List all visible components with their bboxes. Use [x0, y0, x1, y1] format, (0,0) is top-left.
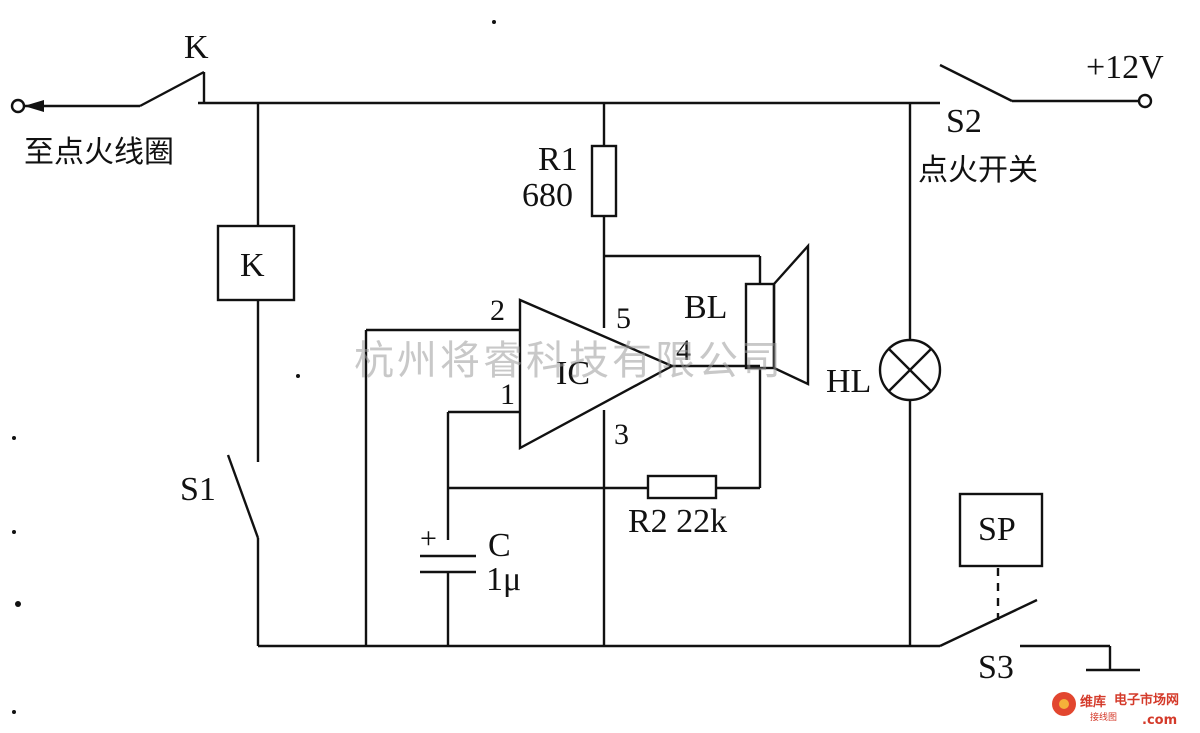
label-s1: S1 [180, 471, 216, 508]
label-c: C [488, 527, 511, 564]
scan-specks [12, 20, 496, 714]
label-sp: SP [978, 511, 1016, 548]
label-pin2: 2 [490, 294, 505, 327]
relay-contact-k [139, 70, 206, 108]
label-pin3: 3 [614, 418, 629, 451]
switch-s2 [939, 63, 1153, 109]
label-k-switch: K [184, 29, 209, 66]
label-k-relay: K [240, 247, 265, 284]
label-ignition-switch: 点火开关 [918, 153, 1038, 188]
lamp-branch [878, 103, 942, 646]
label-pin4: 4 [676, 334, 691, 367]
label-pin1: 1 [500, 378, 515, 411]
label-r2: R2 22k [628, 503, 727, 540]
switch-s1 [226, 454, 260, 539]
label-bl: BL [684, 289, 727, 326]
label-ic: IC [556, 355, 590, 392]
logo-site: 电子市场网 [1114, 692, 1179, 708]
label-r1: R1 [538, 141, 578, 178]
relay-coil-k [216, 224, 296, 302]
label-s2: S2 [946, 103, 982, 140]
label-s3: S3 [978, 649, 1014, 686]
sp-box [958, 492, 1044, 568]
capacitor-c [420, 554, 476, 646]
site-logo: 维库 电子市场网 接线图 .com [1052, 692, 1179, 728]
logo-sub: 接线图 [1090, 711, 1117, 723]
label-c-value: 1μ [486, 561, 521, 598]
relay-coil-branch [216, 103, 296, 646]
resistor-r1-branch [590, 103, 762, 328]
label-to-ignition-coil: 至点火线圈 [24, 135, 174, 170]
watermark-text: 杭州将睿科技有限公司 [354, 338, 784, 384]
label-hl: HL [826, 363, 871, 400]
resistor-r1 [590, 144, 618, 218]
label-pin5: 5 [616, 302, 631, 335]
label-c-plus: + [420, 522, 437, 555]
logo-brand: 维库 [1080, 694, 1106, 710]
ignition-output-terminal [10, 98, 140, 114]
label-plus-12v: +12V [1086, 49, 1164, 86]
speaker-bl [744, 242, 810, 488]
resistor-r2 [646, 474, 760, 500]
logo-domain: .com [1142, 713, 1177, 728]
label-r1-value: 680 [522, 177, 573, 214]
switch-s3 [939, 568, 1140, 672]
ic-amplifier [364, 298, 760, 646]
